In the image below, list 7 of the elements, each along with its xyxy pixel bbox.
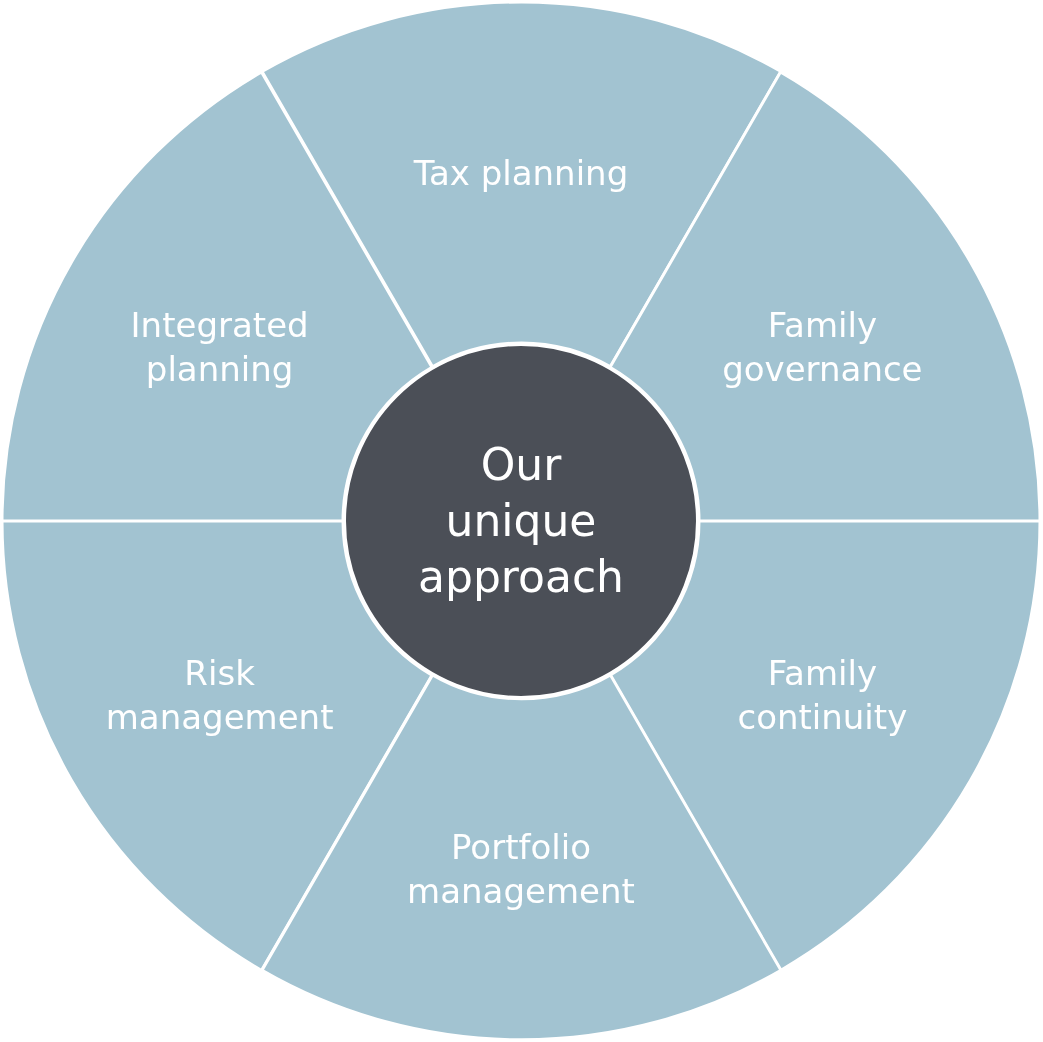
segment-label: Tax planning <box>412 152 630 195</box>
segment-label: Integrated planning <box>129 304 310 392</box>
segment-label: Family continuity <box>736 652 909 740</box>
segment-label: Family governance <box>721 304 924 392</box>
hub-label: Our unique approach <box>417 437 625 605</box>
segment-label: Portfolio management <box>406 826 636 914</box>
segment-label: Risk management <box>104 652 335 740</box>
